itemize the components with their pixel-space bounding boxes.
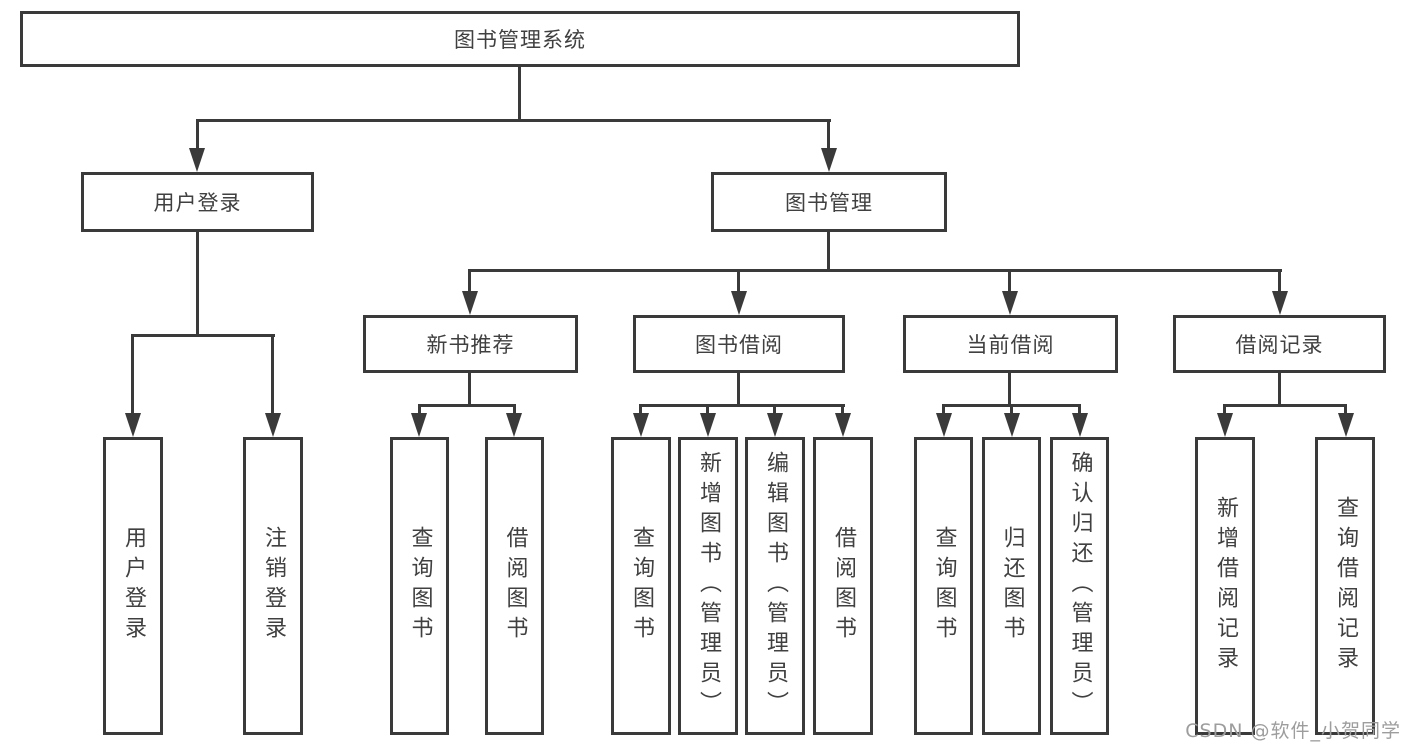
connector-rec-leaf1	[1223, 404, 1226, 416]
arrowhead-book-borrow	[731, 291, 747, 315]
connector-nb-leaf2	[513, 404, 516, 416]
node-new-book-recommend-label: 新书推荐	[426, 333, 515, 357]
connector-records-stem	[1278, 373, 1281, 407]
arrowhead-bb-leaf4	[835, 413, 851, 437]
arrowhead-borrow-records	[1272, 291, 1288, 315]
leaf-query-books-recommend: 查询图书	[390, 437, 449, 735]
connector-user-login-stem	[196, 232, 199, 337]
leaf-edit-book-admin: 编辑图书（管理员）	[745, 437, 805, 735]
connector-level3-bus	[469, 269, 1282, 272]
connector-to-book-management	[827, 119, 830, 150]
connector-cb-leaf2	[1010, 404, 1013, 416]
leaf-logout: 注销登录	[243, 437, 303, 735]
arrowhead-bb-leaf3	[767, 413, 783, 437]
arrowhead-nb-leaf1	[411, 413, 427, 437]
node-borrow-records-label: 借阅记录	[1235, 333, 1324, 357]
node-borrow-records: 借阅记录	[1173, 315, 1386, 373]
connector-records-bus	[1223, 404, 1347, 407]
leaf-add-book-admin: 新增图书（管理员）	[678, 437, 738, 735]
connector-bb-leaf2	[706, 404, 709, 416]
connector-root-stem	[518, 67, 521, 121]
arrowhead-cb-leaf2	[1004, 413, 1020, 437]
connector-book-mgmt-stem	[827, 232, 830, 272]
node-root-label: 图书管理系统	[454, 28, 586, 52]
leaf-query-books-borrow: 查询图书	[611, 437, 671, 735]
leaf-borrow-books-recommend: 借阅图书	[485, 437, 544, 735]
connector-bb-leaf4	[841, 404, 844, 416]
connector-cb-leaf1	[942, 404, 945, 416]
connector-to-leaf-logout	[271, 334, 274, 415]
arrowhead-current-borrow	[1002, 291, 1018, 315]
connector-to-book-borrow	[737, 269, 740, 293]
connector-nb-leaf1	[418, 404, 421, 416]
arrowhead-book-management	[821, 148, 837, 172]
node-book-management: 图书管理	[711, 172, 947, 232]
leaf-user-login: 用户登录	[103, 437, 163, 735]
connector-cb-leaf3	[1078, 404, 1081, 416]
connector-to-leaf-user-login	[131, 334, 134, 415]
node-current-borrow: 当前借阅	[903, 315, 1118, 373]
leaf-query-books-current: 查询图书	[914, 437, 973, 735]
node-user-login-label: 用户登录	[153, 191, 242, 215]
connector-rec-leaf2	[1344, 404, 1347, 416]
leaf-query-borrow-record: 查询借阅记录	[1315, 437, 1375, 735]
connector-to-current-borrow	[1008, 269, 1011, 293]
leaf-return-books: 归还图书	[982, 437, 1041, 735]
node-book-borrow: 图书借阅	[633, 315, 845, 373]
leaf-add-borrow-record: 新增借阅记录	[1195, 437, 1255, 735]
arrowhead-rec-leaf2	[1338, 413, 1354, 437]
node-current-borrow-label: 当前借阅	[966, 333, 1055, 357]
arrowhead-bb-leaf1	[633, 413, 649, 437]
connector-to-borrow-records	[1278, 269, 1281, 293]
connector-bb-leaf1	[639, 404, 642, 416]
connector-to-user-login	[196, 119, 199, 150]
arrowhead-bb-leaf2	[700, 413, 716, 437]
leaf-borrow-books-2: 借阅图书	[813, 437, 873, 735]
arrowhead-user-login	[189, 148, 205, 172]
arrowhead-leaf-logout	[265, 413, 281, 437]
arrowhead-cb-leaf3	[1072, 413, 1088, 437]
node-root: 图书管理系统	[20, 11, 1020, 67]
arrowhead-cb-leaf1	[936, 413, 952, 437]
csdn-watermark: CSDN @软件_小贺同学	[1185, 720, 1401, 742]
connector-newbook-stem	[468, 373, 471, 407]
connector-bookborrow-bus	[639, 404, 845, 407]
connector-newbook-bus	[418, 404, 516, 407]
connector-bb-leaf3	[773, 404, 776, 416]
arrowhead-leaf-user-login	[125, 413, 141, 437]
arrowhead-rec-leaf1	[1217, 413, 1233, 437]
leaf-confirm-return-admin: 确认归还（管理员）	[1050, 437, 1109, 735]
arrowhead-new-book	[462, 291, 478, 315]
connector-user-login-bus	[131, 334, 275, 337]
connector-currentborrow-stem	[1008, 373, 1011, 407]
connector-level2-bus	[196, 119, 831, 122]
node-user-login: 用户登录	[81, 172, 314, 232]
connector-to-new-book	[468, 269, 471, 293]
node-new-book-recommend: 新书推荐	[363, 315, 578, 373]
arrowhead-nb-leaf2	[506, 413, 522, 437]
node-book-borrow-label: 图书借阅	[695, 333, 783, 357]
node-book-management-label: 图书管理	[785, 191, 873, 215]
connector-bookborrow-stem	[737, 373, 740, 407]
